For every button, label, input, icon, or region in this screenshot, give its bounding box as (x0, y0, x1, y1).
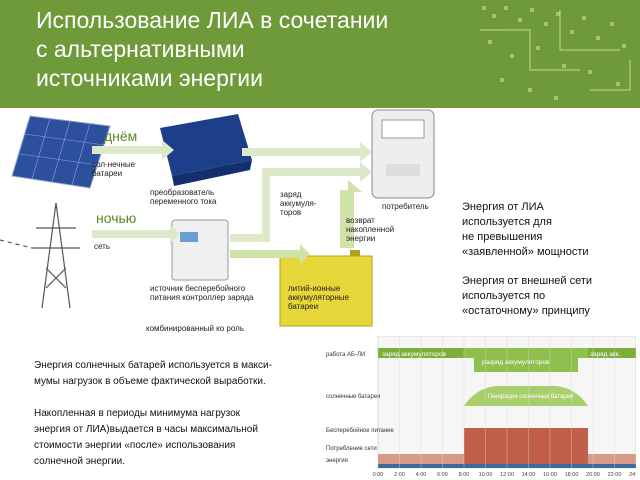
bottom-line: солнечной энергии. (34, 456, 126, 467)
grid-consumption-low-2 (588, 454, 636, 464)
ups-label: источник бесперебойного питания контролл… (150, 284, 254, 302)
inverter-icon (160, 114, 252, 186)
x-tick-label: 20:00 (586, 472, 600, 478)
power-tower-icon (0, 202, 80, 309)
bottom-line: энергия от ЛИА)выдается в часы максималь… (34, 424, 258, 435)
energy-chart: заряд аккумуляторов разряд аккумуляторов… (326, 336, 636, 478)
battery-charge-label: заряд аккумуля-торов (280, 190, 317, 217)
day-label: днём (104, 128, 138, 144)
x-tick-label: 6:00 (437, 472, 448, 478)
bottom-line: мумы нагрузок в объеме фактической выраб… (34, 376, 266, 387)
battery-return-label: возврат накопленной энергии (346, 216, 395, 243)
header: Использование ЛИА в сочетании с альтерна… (0, 0, 640, 108)
grid-consumption-area (464, 428, 588, 464)
x-tick-label: 24:00 (629, 472, 636, 478)
x-tick-label: 16:00 (543, 472, 557, 478)
band-charge-1-label: заряд аккумуляторов (382, 351, 447, 358)
night-label: ночью (96, 210, 137, 226)
row-label: солнечные батареи (326, 394, 381, 400)
battery-icon (279, 250, 373, 327)
x-tick-label: 10:00 (479, 472, 493, 478)
decorative-pattern (480, 6, 631, 100)
flow-arrows (92, 140, 372, 264)
inverter-label: преобразователь переменного тока (150, 188, 217, 206)
solar-generation-label: Генерация солнечных батарей (488, 393, 573, 400)
x-tick-label: 8:00 (459, 472, 470, 478)
grid-label: сеть (94, 242, 111, 251)
row-label: энергия (326, 458, 348, 464)
consumer-label: потребитель (382, 202, 429, 211)
lia-note: Энергия от ЛИА используется для не превы… (462, 201, 589, 258)
x-tick-label: 18:00 (565, 472, 579, 478)
solar-label: сол-нечные батареи (92, 160, 136, 178)
bottom-line: Накопленная в периоды минимума нагрузок (34, 408, 241, 419)
band-charge-2 (588, 348, 636, 358)
band-discharge-label: разряд аккумуляторов (482, 359, 550, 366)
combined-label: комбинированный ко роль (146, 324, 244, 333)
title-line-2: с альтернативными (36, 36, 245, 62)
title-line-3: источниками энергии (36, 65, 263, 91)
battery-label: литий-ионные аккумуляторные батареи (288, 284, 349, 311)
ups-icon (171, 219, 229, 281)
bottom-line: стоимости энергии «после» использования (34, 440, 236, 451)
row-label: работа АБ-ЛИ (326, 352, 365, 358)
x-tick-label: 12:00 (500, 472, 514, 478)
x-tick-label: 2:00 (394, 472, 405, 478)
x-tick-label: 14:00 (522, 472, 536, 478)
solar-generation-area (464, 386, 588, 406)
grid-note: Энергия от внешней сети используется по … (462, 275, 593, 317)
solar-panels-icon (11, 115, 111, 189)
diagram-area: днём ночью сол-нечные батареи сеть преоб… (0, 108, 640, 480)
system-diagram (0, 109, 435, 327)
band-discharge (464, 348, 588, 372)
row-label: Потребление сети (326, 446, 377, 452)
x-tick-label: 4:00 (416, 472, 427, 478)
x-tick-label: 22:00 (608, 472, 622, 478)
page-title: Использование ЛИА в сочетании с альтерна… (36, 6, 476, 93)
bottom-text: Энергия солнечных батарей используется в… (34, 358, 326, 470)
x-axis-ticks: 0:00 2:00 4:00 6:00 8:00 10:00 12:00 14:00 16:00… (373, 336, 636, 478)
band-charge-2-label: заряд акк. (590, 351, 621, 358)
bottom-line: Энергия солнечных батарей используется в… (34, 360, 272, 371)
x-tick-label: 0:00 (373, 472, 384, 478)
row-label: Бесперебойное питание (326, 427, 395, 434)
electric-meter-icon (371, 109, 435, 199)
title-line-1: Использование ЛИА в сочетании (36, 7, 389, 33)
